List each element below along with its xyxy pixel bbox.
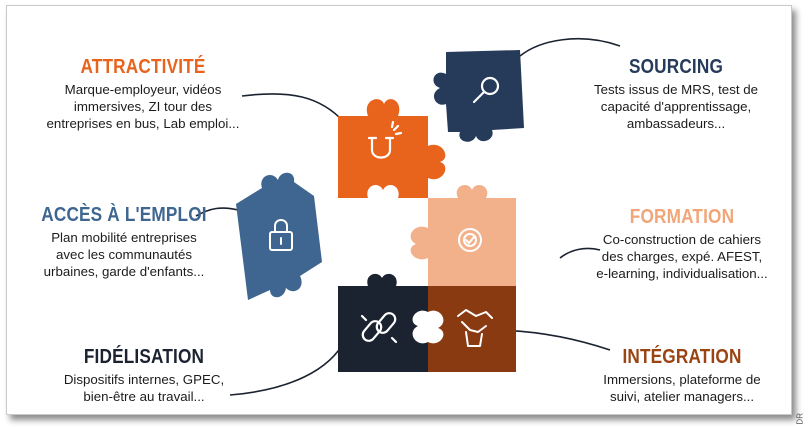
piece-acces bbox=[236, 172, 322, 300]
connector-formation bbox=[559, 247, 601, 259]
fidelisation-description: Dispositifs internes, GPEC, bien-être au… bbox=[46, 371, 242, 405]
fidelisation-line: Dispositifs internes, GPEC, bbox=[63, 372, 225, 387]
sourcing-description: Tests issus de MRS, test de capacité d'a… bbox=[576, 81, 776, 132]
integration-description: Immersions, plateforme de suivi, atelier… bbox=[590, 371, 774, 405]
acces-line: urbaines, garde d'enfants... bbox=[43, 264, 205, 279]
sourcing-line: capacité d'apprentissage, bbox=[600, 99, 752, 114]
acces-line: avec les communautés bbox=[56, 247, 192, 262]
attractivite-line: entreprises en bus, Lab emploi... bbox=[46, 116, 240, 131]
formation-title: FORMATION bbox=[629, 206, 735, 228]
formation-line: des charges, expé. AFEST, bbox=[601, 249, 763, 264]
sourcing-title: SOURCING bbox=[628, 56, 724, 78]
section-attractivite: ATTRACTIVITÉ Marque-employeur, vidéos im… bbox=[38, 56, 248, 132]
section-formation: FORMATION Co-construction de cahiers des… bbox=[578, 206, 786, 282]
padlock-icon bbox=[269, 219, 293, 251]
sourcing-line: ambassadeurs... bbox=[626, 116, 726, 131]
piece-integration bbox=[428, 286, 516, 372]
integration-title: INTÉGRATION bbox=[622, 346, 742, 368]
connector-attractivite bbox=[241, 93, 345, 123]
section-fidelisation: FIDÉLISATION Dispositifs internes, GPEC,… bbox=[46, 346, 242, 405]
integration-line: suivi, atelier managers... bbox=[609, 389, 755, 404]
formation-line: Co-construction de cahiers bbox=[602, 232, 762, 247]
chain-link-icon bbox=[360, 312, 398, 344]
formation-description: Co-construction de cahiers des charges, … bbox=[578, 231, 786, 282]
section-sourcing: SOURCING Tests issus de MRS, test de cap… bbox=[576, 56, 776, 132]
section-integration: INTÉGRATION Immersions, plateforme de su… bbox=[590, 346, 774, 405]
acces-line: Plan mobilité entreprises bbox=[51, 230, 197, 245]
fidelisation-title: FIDÉLISATION bbox=[83, 346, 205, 368]
magnifier-icon bbox=[472, 76, 500, 104]
attractivite-line: Marque-employeur, vidéos bbox=[64, 82, 222, 97]
piece-formation bbox=[410, 184, 516, 286]
attractivite-title: ATTRACTIVITÉ bbox=[80, 56, 206, 78]
handshake-icon bbox=[457, 309, 493, 347]
piece-fidelisation bbox=[338, 273, 428, 372]
section-acces-emploi: ACCÈS À L'EMPLOI Plan mobilité entrepris… bbox=[26, 204, 222, 280]
attractivite-line: immersives, ZI tour des bbox=[73, 99, 213, 114]
integration-line: Immersions, plateforme de bbox=[603, 372, 761, 387]
acces-description: Plan mobilité entreprises avec les commu… bbox=[26, 229, 222, 280]
connector-sourcing bbox=[519, 37, 621, 57]
badge-check-icon bbox=[458, 228, 482, 252]
fidelisation-line: bien-être au travail... bbox=[83, 389, 205, 404]
formation-line: e-learning, individualisation... bbox=[596, 266, 768, 281]
sourcing-line: Tests issus de MRS, test de bbox=[593, 82, 759, 97]
connector-fidelisation bbox=[229, 339, 346, 396]
connector-acces bbox=[195, 207, 239, 217]
piece-attractivite bbox=[338, 99, 446, 198]
attractivite-description: Marque-employeur, vidéos immersives, ZI … bbox=[38, 81, 248, 132]
photo-credit: DR bbox=[796, 413, 805, 425]
magnet-icon bbox=[367, 120, 403, 159]
acces-title: ACCÈS À L'EMPLOI bbox=[41, 204, 207, 226]
